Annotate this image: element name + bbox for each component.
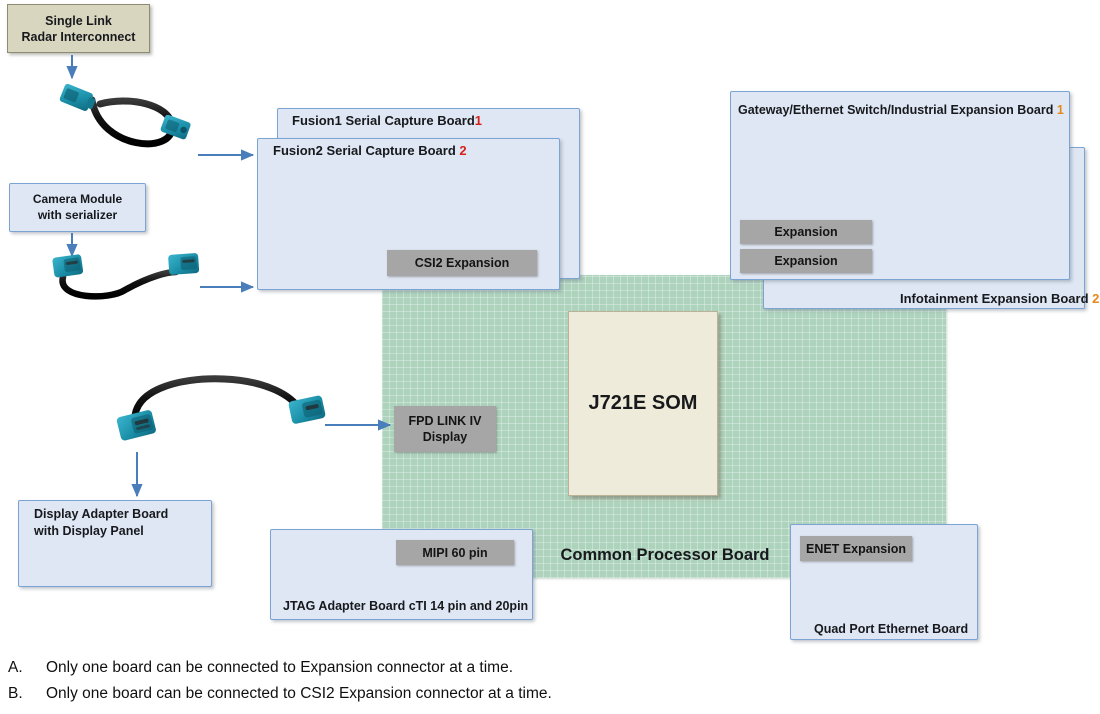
camera-line2: with serializer: [37, 207, 118, 222]
gateway-expansion-board-box: [730, 91, 1070, 280]
fusion2-badge: 2: [459, 143, 467, 158]
gateway-text: Gateway/Ethernet Switch/Industrial Expan…: [738, 103, 1054, 117]
display-adapter-line2: with Display Panel: [34, 524, 144, 538]
expansion-chip-1-label: Expansion: [774, 225, 838, 239]
footnote-a: A. Only one board can be connected to Ex…: [8, 655, 708, 681]
fusion1-badge: 1: [474, 113, 482, 128]
som-label: J721E SOM: [588, 392, 698, 414]
fpd-link-line2: Display: [422, 430, 468, 444]
expansion-chip-2-label: Expansion: [774, 254, 838, 268]
expansion-chip-1: Expansion: [740, 220, 872, 244]
common-processor-board-label: Common Processor Board: [560, 546, 770, 565]
gateway-expansion-board-label: Gateway/Ethernet Switch/Industrial Expan…: [738, 103, 1064, 117]
camera-fakra-cable: [52, 253, 200, 300]
single-link-radar-interconnect-box: [7, 4, 150, 53]
mipi-60-pin-chip: MIPI 60 pin: [396, 540, 514, 565]
csi2-expansion-chip: CSI2 Expansion: [387, 250, 537, 276]
j721e-som: J721E SOM: [568, 311, 718, 496]
footnote-b-key: B.: [8, 685, 23, 702]
radar-line2: Radar Interconnect: [21, 29, 136, 44]
display-adapter-line1: Display Adapter Board: [34, 507, 169, 521]
footnote-b-text: Only one board can be connected to CSI2 …: [46, 685, 552, 702]
radar-line1: Single Link: [45, 13, 112, 28]
csi2-expansion-label: CSI2 Expansion: [414, 256, 510, 270]
gateway-badge: 1: [1056, 103, 1064, 117]
jtag-adapter-board-label: JTAG Adapter Board cTI 14 pin and 20pin: [283, 599, 529, 613]
display-adapter-board-box: [18, 500, 212, 587]
radar-fakra-cable: [59, 83, 191, 148]
quad-port-ethernet-board-label: Quad Port Ethernet Board: [814, 622, 969, 636]
mipi-60-pin-label: MIPI 60 pin: [422, 545, 488, 560]
footnotes: A. Only one board can be connected to Ex…: [8, 655, 708, 707]
infotainment-expansion-board-label: Infotainment Expansion Board 2: [900, 291, 1099, 306]
footnote-a-text: Only one board can be connected to Expan…: [46, 659, 514, 676]
footnote-b: B. Only one board can be connected to CS…: [8, 681, 708, 707]
fusion2-serial-capture-board-label: Fusion2 Serial Capture Board 2: [273, 143, 467, 158]
footnote-a-key: A.: [8, 659, 23, 676]
fpd-link-line1: FPD LINK IV: [408, 413, 482, 428]
fusion1-text: Fusion1 Serial Capture Board: [292, 113, 475, 128]
camera-module-label: Camera Module with serializer: [9, 183, 146, 232]
camera-module-box: [9, 183, 146, 232]
camera-line1: Camera Module: [32, 192, 123, 207]
single-link-radar-interconnect-label: Single Link Radar Interconnect: [7, 4, 150, 53]
enet-expansion-label: ENET Expansion: [805, 541, 907, 556]
enet-expansion-chip: ENET Expansion: [800, 536, 912, 561]
fusion2-text: Fusion2 Serial Capture Board: [273, 143, 456, 158]
fusion1-serial-capture-board-label: Fusion1 Serial Capture Board1: [292, 113, 482, 128]
infotainment-badge: 2: [1092, 291, 1100, 306]
infotainment-text: Infotainment Expansion Board: [900, 291, 1089, 306]
display-fakra-cable: [116, 375, 326, 441]
fpd-link-display-chip: FPD LINK IV Display: [394, 406, 496, 452]
expansion-chip-2: Expansion: [740, 249, 872, 273]
